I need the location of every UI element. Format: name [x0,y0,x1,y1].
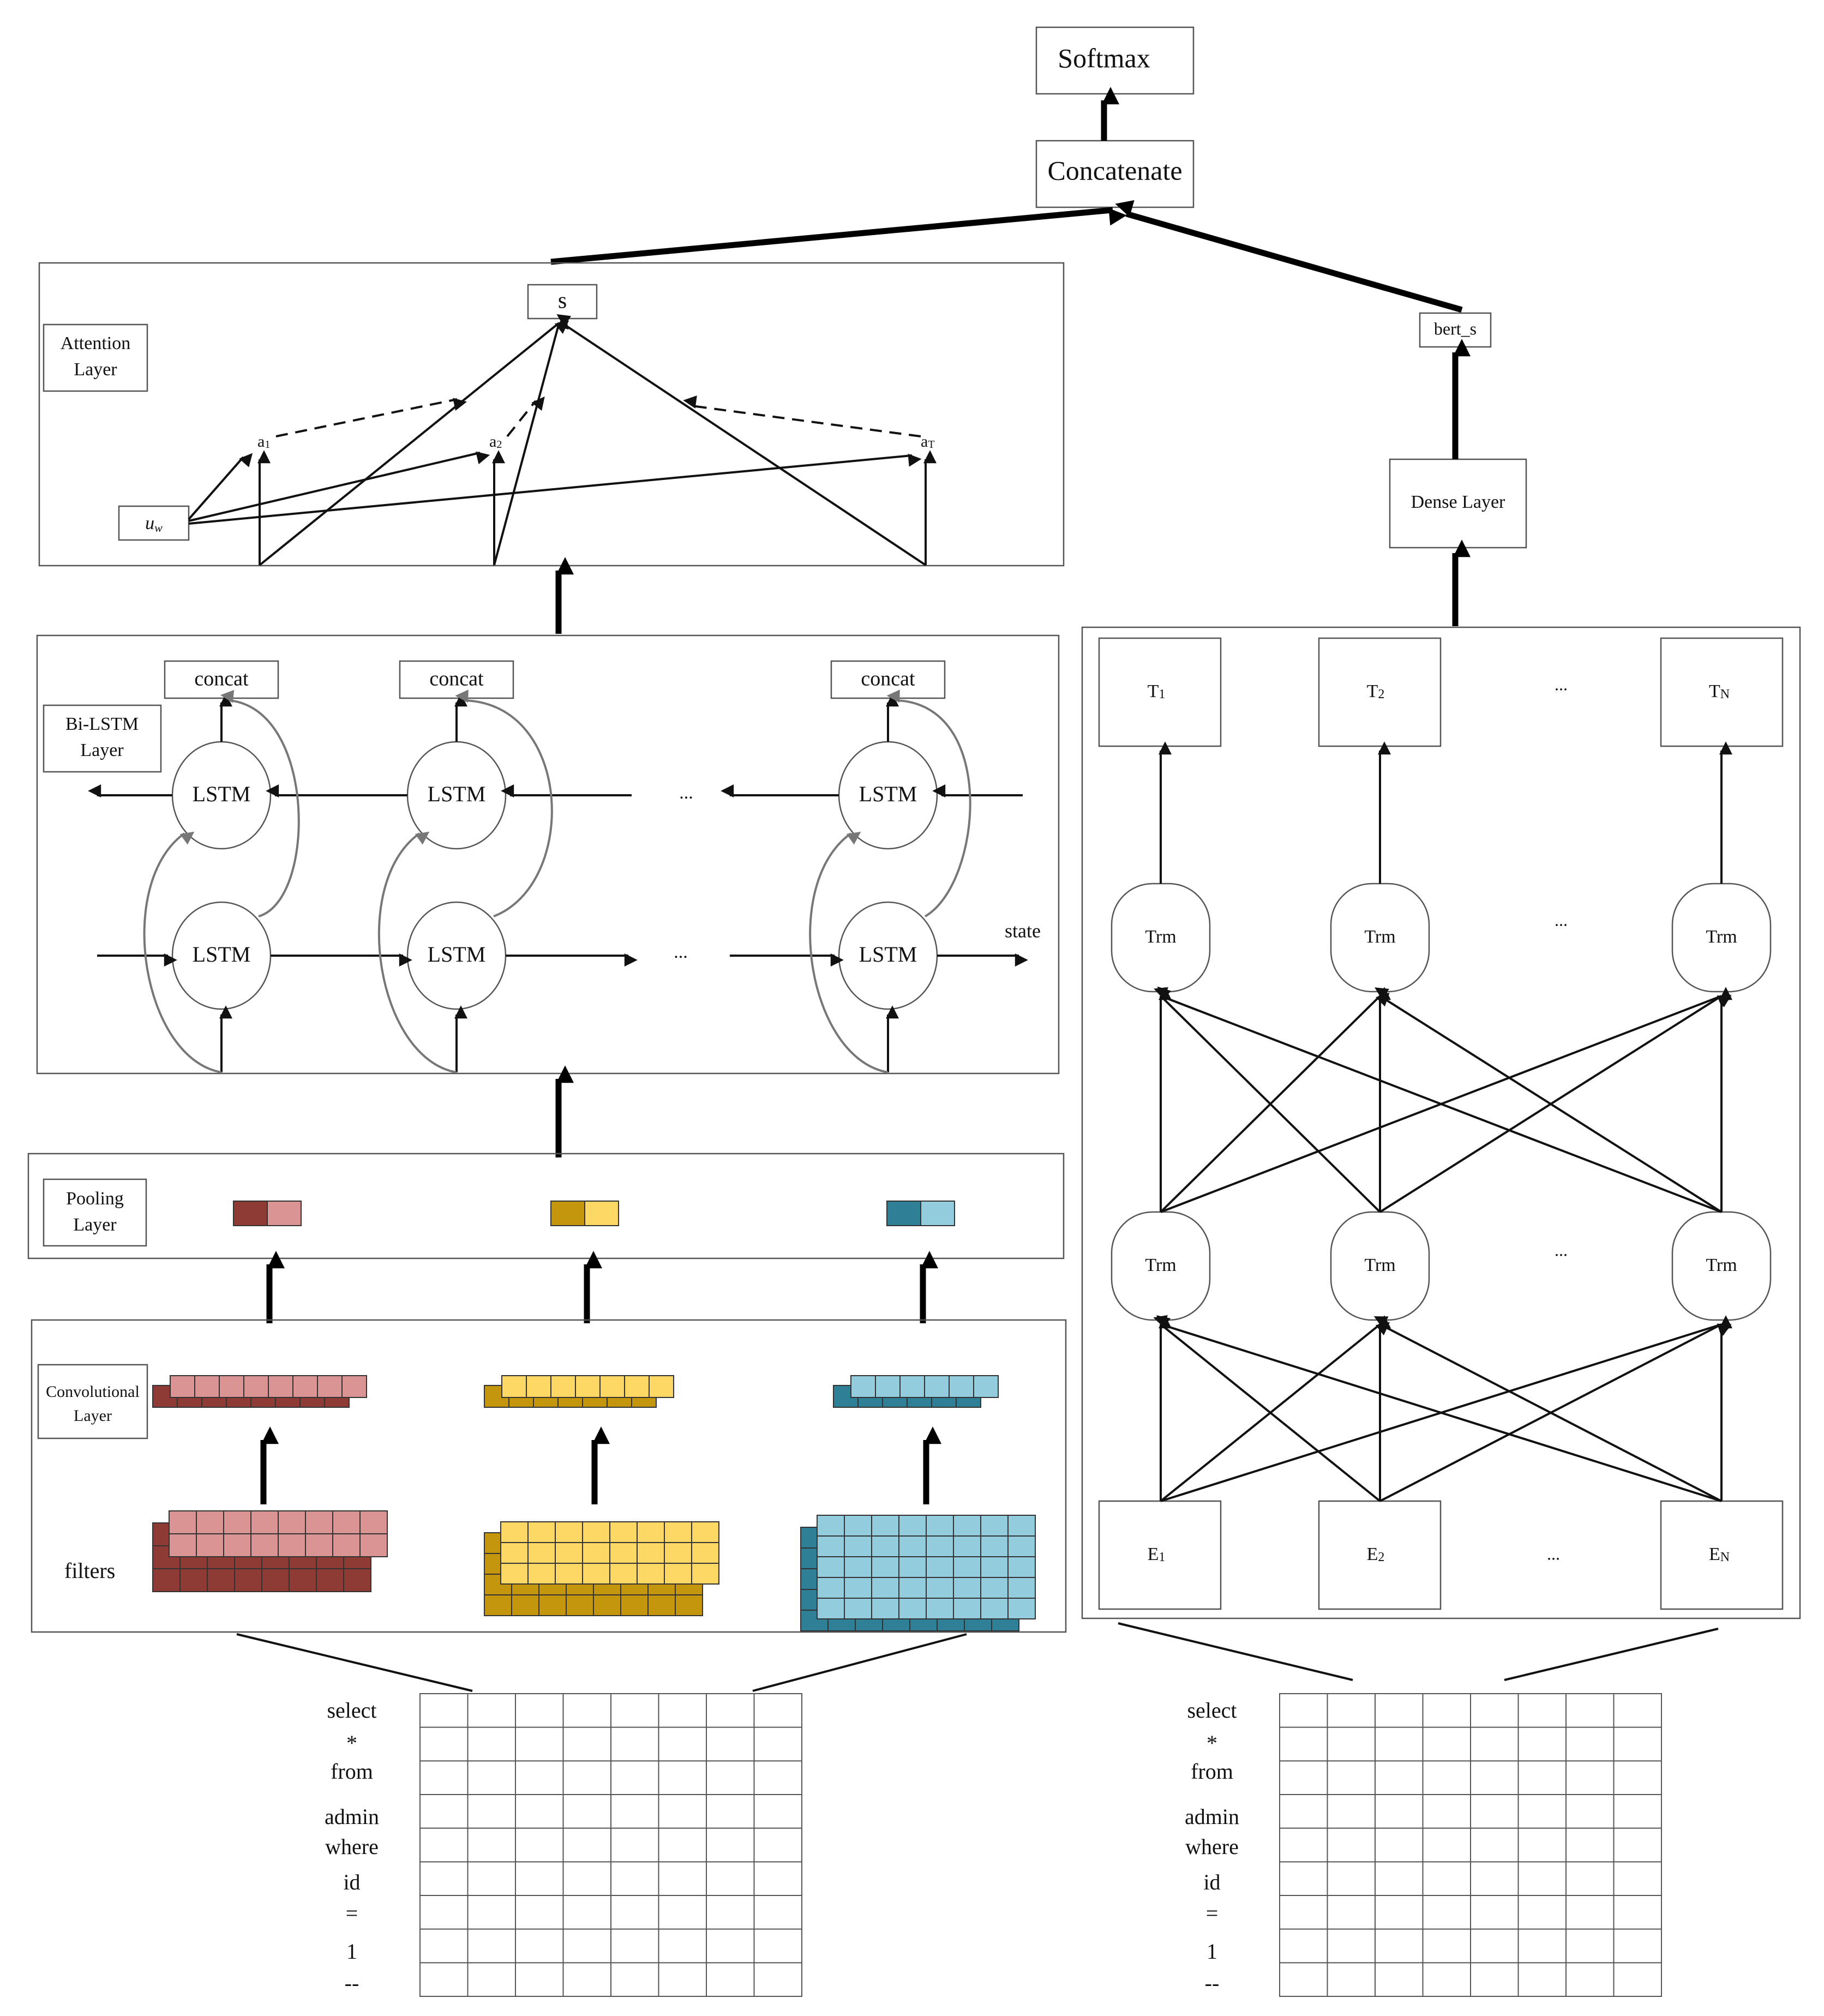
lstm-forward-3-label: LSTM [859,942,917,967]
conv-layer-label-2: Layer [74,1407,112,1425]
softmax-label: Softmax [1058,43,1150,73]
dense-layer-node [1389,458,1527,549]
t2-label: T2 [1367,681,1385,701]
concat-label-2: concat [429,668,484,691]
token-7: 1 [346,1939,357,1964]
arrow-attention-to-concat [550,207,1127,265]
conv-map-yellow-front [501,1375,674,1398]
filter-blue-front [817,1515,1036,1619]
en-node [1660,1500,1784,1610]
token-1: * [346,1731,357,1755]
filter-stacks [152,1510,1036,1631]
bilstm-ellipsis-top: ... [679,783,693,803]
e2-node [1318,1500,1442,1610]
trm-lower-ellipsis: ... [1555,1240,1568,1259]
token-list-bert: select * from admin where id = 1 -- [1185,1698,1239,1995]
bert-s-label: bert_s [1434,319,1477,338]
pooled-vector-red [233,1201,302,1226]
uw-label: uw [145,513,163,535]
funnel-right-a [1118,1622,1353,1681]
token-2: from [1191,1759,1233,1784]
trm-upper-2-label: Trm [1364,927,1395,947]
bilstm-layer-label-1: Bi-LSTM [65,714,139,734]
conv-map-red-front [170,1375,367,1398]
token-5: id [343,1870,360,1894]
token-list-cnn: select * from admin where id = 1 -- [325,1698,379,1995]
trm-lower-n-label: Trm [1706,1255,1737,1275]
lstm-forward-1-label: LSTM [193,942,251,967]
lstm-backward-1-label: LSTM [193,782,251,806]
e1-label: E1 [1148,1544,1166,1564]
token-4: where [325,1834,379,1859]
s-label: s [558,289,567,314]
trm-lower-1-label: Trm [1145,1255,1176,1275]
trm-upper-n-label: Trm [1706,927,1737,947]
conv-map-blue-front [850,1375,999,1398]
pooling-layer-label-1: Pooling [66,1189,124,1209]
input-matrix-bert [1279,1693,1662,1997]
concat-label-3: concat [861,668,915,691]
bilstm-ellipsis-bottom: ... [674,942,688,962]
e1-node [1098,1500,1222,1610]
input-matrix-cnn [419,1693,802,1997]
lstm-backward-3-label: LSTM [859,782,917,806]
conv-feature-maps [152,1375,999,1408]
concatenate-node: Concatenate [1035,140,1195,208]
conv-layer-label-1: Convolutional [46,1383,140,1401]
token-4: where [1185,1834,1239,1859]
e-ellipsis: ... [1547,1544,1560,1563]
attention-layer-panel: Attention Layer s uw a1 a2 aT [38,262,1065,567]
tn-label: TN [1709,681,1730,701]
softmax-node: Softmax [1035,26,1195,95]
pooled-vector-blue [886,1201,955,1226]
concat-label-1: concat [194,668,249,691]
en-label: EN [1709,1544,1730,1564]
filter-red-front [169,1510,388,1557]
token-3: admin [325,1804,379,1829]
s-node [527,284,598,320]
tn-node [1660,637,1784,747]
token-8: -- [1205,1971,1220,1995]
trm-upper-ellipsis: ... [1555,910,1568,929]
token-3: admin [1185,1804,1239,1829]
filters-label: filters [64,1558,115,1583]
bert-encoder-panel: T1 T2 TN ... Trm Trm Trm ... Trm Trm Trm… [1081,626,1801,1619]
trm-upper-1-label: Trm [1145,927,1176,947]
bilstm-layer-panel: Bi-LSTM Layer concat concat concat LSTM … [36,634,1060,1075]
token-0: select [327,1698,376,1723]
arrow-bert-to-concat [1115,200,1463,313]
pooling-layer-panel: Pooling Layer [27,1153,1065,1259]
token-6: = [346,1901,358,1925]
state-label: state [1005,920,1041,941]
funnel-right-b [1504,1628,1719,1681]
dense-layer-label: Dense Layer [1411,492,1505,512]
bilstm-layer-label-2: Layer [80,740,124,760]
token-0: select [1187,1698,1237,1723]
token-6: = [1206,1901,1219,1925]
token-1: * [1207,1731,1217,1755]
attention-layer-label-2: Layer [74,359,117,380]
concatenate-label: Concatenate [1047,155,1182,185]
token-5: id [1203,1870,1220,1894]
a1-label: a1 [257,433,270,451]
a2-label: a2 [489,433,502,451]
trm-lower-2-label: Trm [1364,1255,1395,1275]
t-ellipsis: ... [1555,674,1568,694]
token-7: 1 [1207,1939,1217,1964]
pooled-vector-yellow [550,1201,619,1226]
funnel-left-a [236,1633,473,1692]
funnel-left-b [752,1633,967,1692]
attention-layer-label-1: Attention [61,333,130,353]
token-8: -- [345,1971,359,1995]
lstm-forward-2-label: LSTM [428,942,486,967]
t1-label: T1 [1148,681,1166,701]
filter-yellow-front [500,1521,719,1585]
pooling-layer-label-2: Layer [73,1215,117,1235]
lstm-backward-2-label: LSTM [428,782,486,806]
convolutional-layer-panel: Convolutional Layer filters [31,1319,1067,1633]
e2-label: E2 [1367,1544,1385,1564]
token-2: from [331,1759,373,1784]
aT-label: aT [921,433,935,451]
